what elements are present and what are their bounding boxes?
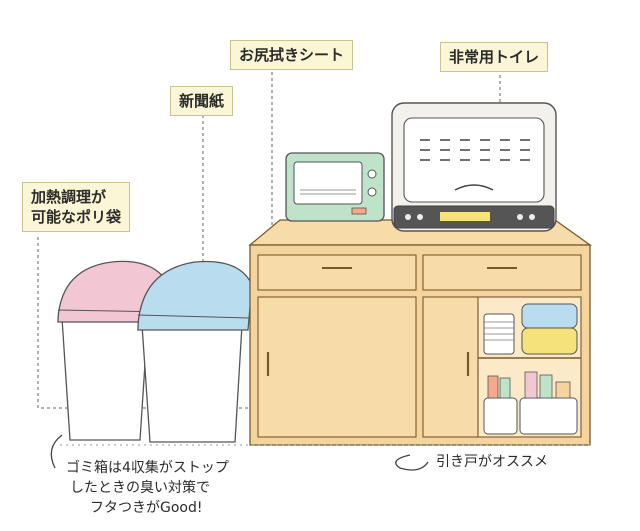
emergency-toilet-callout-text: 非常用トイレ [449,48,540,66]
left-drawer [257,254,417,291]
trash-note-arrow [50,434,63,469]
blue-trash-bin [137,260,253,443]
sliding-door-note-arrow [395,454,429,471]
blue-container [521,303,578,329]
cooking-bag-callout: 加熱調理が 可能なポリ袋 [22,182,131,232]
toaster-oven [285,152,385,222]
emergency-toilet-callout: 非常用トイレ [440,42,549,72]
sliding-door-note-text: 引き戸がオススメ [436,454,548,470]
pink-trash-bin [57,260,169,441]
trash-note-line2: したときの臭い対策で [70,480,210,496]
storage-box-2 [519,397,578,435]
right-drawer [422,254,582,291]
newspaper-callout-text: 新聞紙 [179,92,225,110]
sideboard-cabinet [248,219,593,446]
storage-box-1 [483,397,518,435]
left-sliding-door [257,296,417,438]
cooking-bag-callout-line2: 可能なポリ袋 [31,208,122,226]
trash-note: ゴミ箱は4収集がストップ したときの臭い対策で フタつきがGood! [66,458,229,518]
wipes-callout-text: お尻拭きシート [239,46,345,64]
wipes-callout: お尻拭きシート [230,40,354,70]
middle-sliding-door [422,296,479,438]
cooking-bag-callout-line1: 加熱調理が [31,188,107,206]
trash-note-line1: ゴミ箱は4収集がストップ [66,460,229,476]
sliding-door-note: 引き戸がオススメ [436,452,548,472]
trash-note-line3: フタつきがGood! [90,500,203,516]
newspaper-callout: 新聞紙 [170,86,234,116]
yellow-container [521,327,578,355]
microwave-oven [391,102,557,232]
